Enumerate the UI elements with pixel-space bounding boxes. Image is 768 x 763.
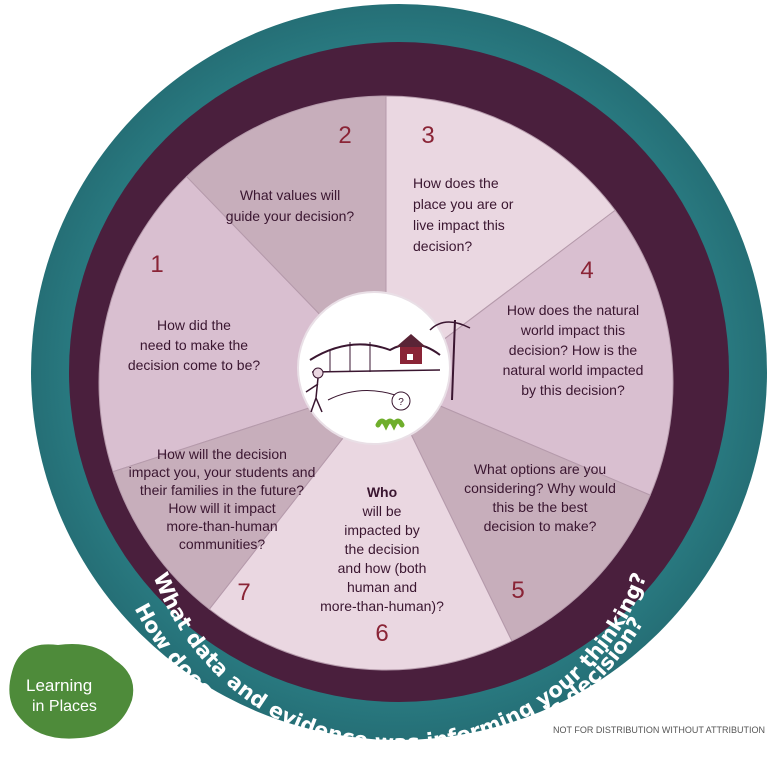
center-illustration: ? [297, 291, 471, 445]
segment-6-number: 6 [375, 620, 388, 647]
svg-text:?: ? [398, 397, 404, 408]
segment-6 [208, 382, 513, 671]
segment-5 [384, 382, 651, 642]
logo-line2: in Places [32, 698, 97, 715]
segment-5-number: 5 [511, 577, 524, 604]
segment-4-number: 4 [580, 257, 593, 284]
segment-4 [385, 209, 674, 496]
segment-2-number: 2 [338, 122, 351, 149]
learning-in-places-logo: Learning in Places [9, 644, 134, 739]
segment-3 [385, 95, 616, 385]
logo-line1: Learning [26, 676, 92, 695]
segment-3-number: 3 [421, 122, 434, 149]
attribution-notice: NOT FOR DISTRIBUTION WITHOUT ATTRIBUTION [553, 725, 765, 735]
segment-7-number: 7 [237, 579, 250, 606]
segment-1-number: 1 [150, 251, 163, 278]
segment-7 [112, 382, 388, 610]
